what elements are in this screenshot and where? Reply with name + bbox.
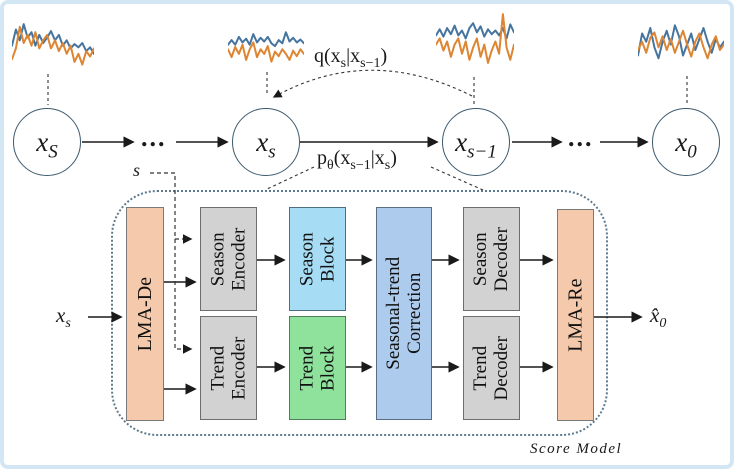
node-label: xs xyxy=(256,126,276,162)
ellipsis-right: ... xyxy=(568,123,594,152)
p-transition-label: pθ(xs−1|xs) xyxy=(317,147,397,173)
output-label-x0hat: x̂0 xyxy=(650,303,667,332)
q-transition-label: q(xs|xs−1) xyxy=(314,45,388,71)
block-label: LMA-Re xyxy=(564,278,587,352)
sparkline-series-orange xyxy=(638,29,724,60)
node-label: xs−1 xyxy=(455,126,497,162)
sparkline-plot-x0 xyxy=(638,24,724,60)
sparkline-series-blue xyxy=(228,31,304,48)
node-circle-xS: xS xyxy=(13,108,81,176)
ellipsis-left: ... xyxy=(141,123,167,152)
score-model-box xyxy=(111,190,608,436)
s-step-label: s xyxy=(133,160,141,180)
node-label: xS xyxy=(36,126,58,162)
sparkline-plot-xs-1 xyxy=(436,13,514,64)
sparkline-series-blue xyxy=(638,24,724,60)
sparkline-series-blue xyxy=(12,23,94,55)
node-circle-xs-1: xs−1 xyxy=(442,108,510,176)
node-circle-xs: xs xyxy=(232,108,300,176)
block-lma-de: LMA-De xyxy=(126,207,164,421)
block-label: LMA-De xyxy=(133,276,156,352)
sparkline-series-orange xyxy=(12,25,94,66)
node-label: x0 xyxy=(675,126,697,162)
dashed-arc-q-transition xyxy=(272,69,473,98)
sparkline-series-orange xyxy=(436,13,514,64)
sparkline-plot-xs xyxy=(228,31,304,63)
input-label-xs: xs xyxy=(56,303,71,332)
sparkline-plot-xS xyxy=(12,23,94,66)
sparkline-series-orange xyxy=(228,41,304,63)
node-circle-x0: x0 xyxy=(652,108,720,176)
score-model-caption: Score Model xyxy=(530,441,623,457)
block-lma-re: LMA-Re xyxy=(557,209,594,421)
